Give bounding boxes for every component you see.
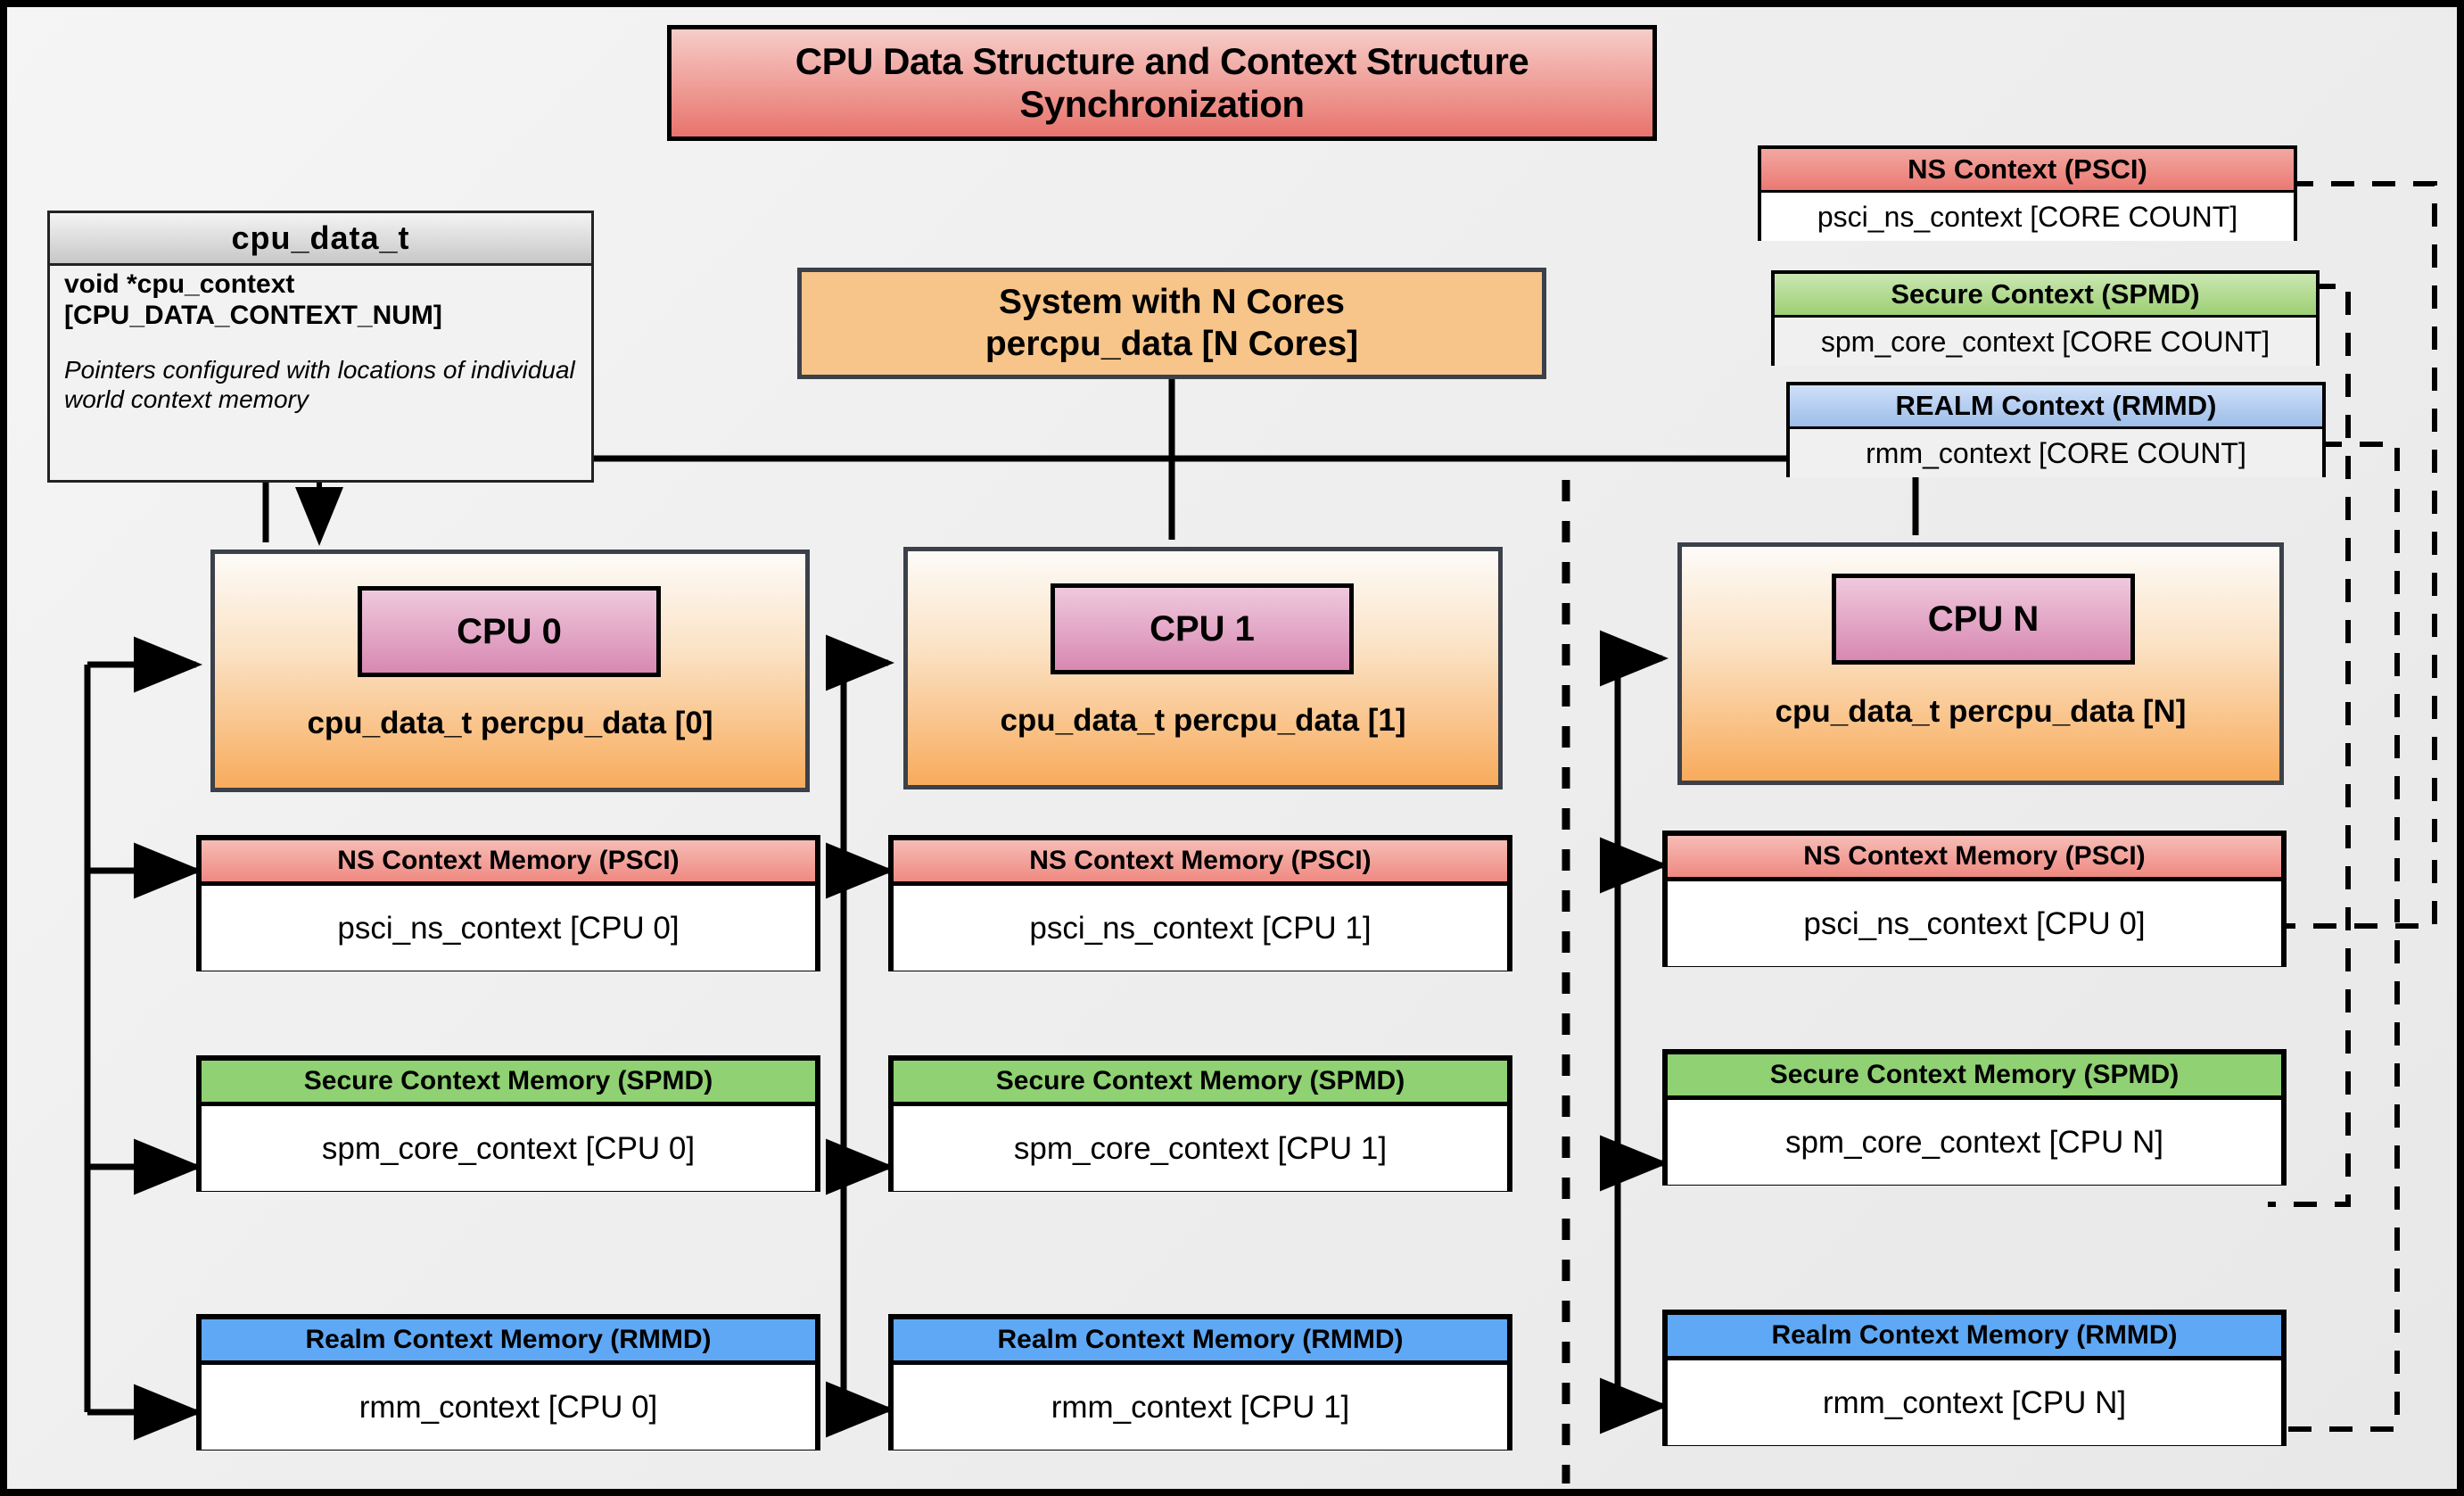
cpuN-ns-context-memory-value: psci_ns_context [CPU 0] xyxy=(1668,881,2281,966)
global-realm-context-value: rmm_context [CORE COUNT] xyxy=(1790,429,2322,477)
cpu0-badge-label: CPU 0 xyxy=(457,611,562,651)
global-realm-context-header: REALM Context (RMMD) xyxy=(1790,385,2322,429)
global-realm-context-box: REALM Context (RMMD) rmm_context [CORE C… xyxy=(1786,382,2326,477)
cpu0-caption: cpu_data_t percpu_data [0] xyxy=(307,706,713,740)
cpuN-realm-context-memory-header: Realm Context Memory (RMMD) xyxy=(1668,1315,2281,1360)
cpuN-realm-context-memory-value: rmm_context [CPU N] xyxy=(1668,1360,2281,1445)
cpuN-bracket xyxy=(1600,630,1669,1434)
global-secure-context-value: spm_core_context [CORE COUNT] xyxy=(1775,318,2316,366)
cpu-data-t-header: cpu_data_t xyxy=(50,213,591,266)
cpuN-ns-context-memory: NS Context Memory (PSCI) psci_ns_context… xyxy=(1662,831,2287,967)
cpu1-secure-context-memory: Secure Context Memory (SPMD) spm_core_co… xyxy=(888,1055,1512,1192)
global-ns-context-header: NS Context (PSCI) xyxy=(1761,149,2294,193)
cpu-data-t-note: Pointers configured with locations of in… xyxy=(64,355,575,414)
cpu0-ns-context-memory-value: psci_ns_context [CPU 0] xyxy=(202,886,815,971)
cpuN-block: CPU N cpu_data_t percpu_data [N] xyxy=(1677,542,2284,785)
global-ns-context-box: NS Context (PSCI) psci_ns_context [CORE … xyxy=(1758,145,2297,241)
cpuN-realm-context-memory: Realm Context Memory (RMMD) rmm_context … xyxy=(1662,1310,2287,1446)
cpu0-secure-context-memory: Secure Context Memory (SPMD) spm_core_co… xyxy=(196,1055,820,1192)
global-secure-context-header: Secure Context (SPMD) xyxy=(1775,274,2316,318)
system-line-2: percpu_data [N Cores] xyxy=(985,324,1359,363)
global-secure-context-box: Secure Context (SPMD) spm_core_context [… xyxy=(1771,270,2320,366)
cpu0-bracket xyxy=(84,636,202,1441)
cpuN-secure-context-memory-value: spm_core_context [CPU N] xyxy=(1668,1100,2281,1185)
diagram-canvas: CPU Data Structure and Context Structure… xyxy=(7,7,2457,1489)
cpuN-badge: CPU N xyxy=(1832,574,2135,665)
cpu1-bracket xyxy=(826,634,894,1438)
cpuN-secure-context-memory: Secure Context Memory (SPMD) spm_core_co… xyxy=(1662,1049,2287,1186)
cpu1-realm-context-memory-header: Realm Context Memory (RMMD) xyxy=(894,1319,1507,1365)
cpu-data-t-field: void *cpu_context [CPU_DATA_CONTEXT_NUM] xyxy=(64,269,442,331)
cpu-data-t-body: void *cpu_context [CPU_DATA_CONTEXT_NUM]… xyxy=(64,269,582,415)
cpu0-secure-context-memory-value: spm_core_context [CPU 0] xyxy=(202,1106,815,1191)
cpuN-ns-context-memory-header: NS Context Memory (PSCI) xyxy=(1668,836,2281,881)
cpu1-secure-context-memory-header: Secure Context Memory (SPMD) xyxy=(894,1061,1507,1106)
cpuN-badge-label: CPU N xyxy=(1927,599,2040,639)
cpuN-secure-context-memory-header: Secure Context Memory (SPMD) xyxy=(1668,1054,2281,1100)
cpuN-caption: cpu_data_t percpu_data [N] xyxy=(1775,694,2187,729)
cpu1-secure-context-memory-value: spm_core_context [CPU 1] xyxy=(894,1106,1507,1191)
global-ns-context-value: psci_ns_context [CORE COUNT] xyxy=(1761,193,2294,241)
cpu-data-t-name: cpu_data_t xyxy=(231,219,410,256)
cpu-data-t-struct-box: cpu_data_t void *cpu_context [CPU_DATA_C… xyxy=(47,211,594,483)
cpu1-caption: cpu_data_t percpu_data [1] xyxy=(1000,703,1406,738)
cpu1-ns-context-memory: NS Context Memory (PSCI) psci_ns_context… xyxy=(888,835,1512,971)
cpu0-realm-context-memory-header: Realm Context Memory (RMMD) xyxy=(202,1319,815,1365)
diagram-title: CPU Data Structure and Context Structure… xyxy=(667,25,1657,141)
cpu1-realm-context-memory-value: rmm_context [CPU 1] xyxy=(894,1365,1507,1450)
cpu1-ns-context-memory-value: psci_ns_context [CPU 1] xyxy=(894,886,1507,971)
system-n-cores-text: System with N Cores percpu_data [N Cores… xyxy=(985,282,1358,364)
cpu0-ns-context-memory-header: NS Context Memory (PSCI) xyxy=(202,840,815,886)
cpu0-realm-context-memory: Realm Context Memory (RMMD) rmm_context … xyxy=(196,1314,820,1451)
cpu1-block: CPU 1 cpu_data_t percpu_data [1] xyxy=(903,547,1503,789)
realm-global-link xyxy=(2268,442,2400,1432)
cpu1-badge: CPU 1 xyxy=(1051,583,1354,674)
cpu0-realm-context-memory-value: rmm_context [CPU 0] xyxy=(202,1365,815,1450)
cpu0-block: CPU 0 cpu_data_t percpu_data [0] xyxy=(210,550,810,792)
system-n-cores-box: System with N Cores percpu_data [N Cores… xyxy=(797,268,1546,379)
diagram-title-text: CPU Data Structure and Context Structure… xyxy=(795,39,1529,125)
cpu1-ns-context-memory-header: NS Context Memory (PSCI) xyxy=(894,840,1507,886)
cpu1-badge-label: CPU 1 xyxy=(1150,608,1255,649)
cpu1-realm-context-memory: Realm Context Memory (RMMD) rmm_context … xyxy=(888,1314,1512,1451)
cpu0-secure-context-memory-header: Secure Context Memory (SPMD) xyxy=(202,1061,815,1106)
system-line-1: System with N Cores xyxy=(999,283,1345,322)
cpu0-badge: CPU 0 xyxy=(358,586,661,677)
cpu0-ns-context-memory: NS Context Memory (PSCI) psci_ns_context… xyxy=(196,835,820,971)
